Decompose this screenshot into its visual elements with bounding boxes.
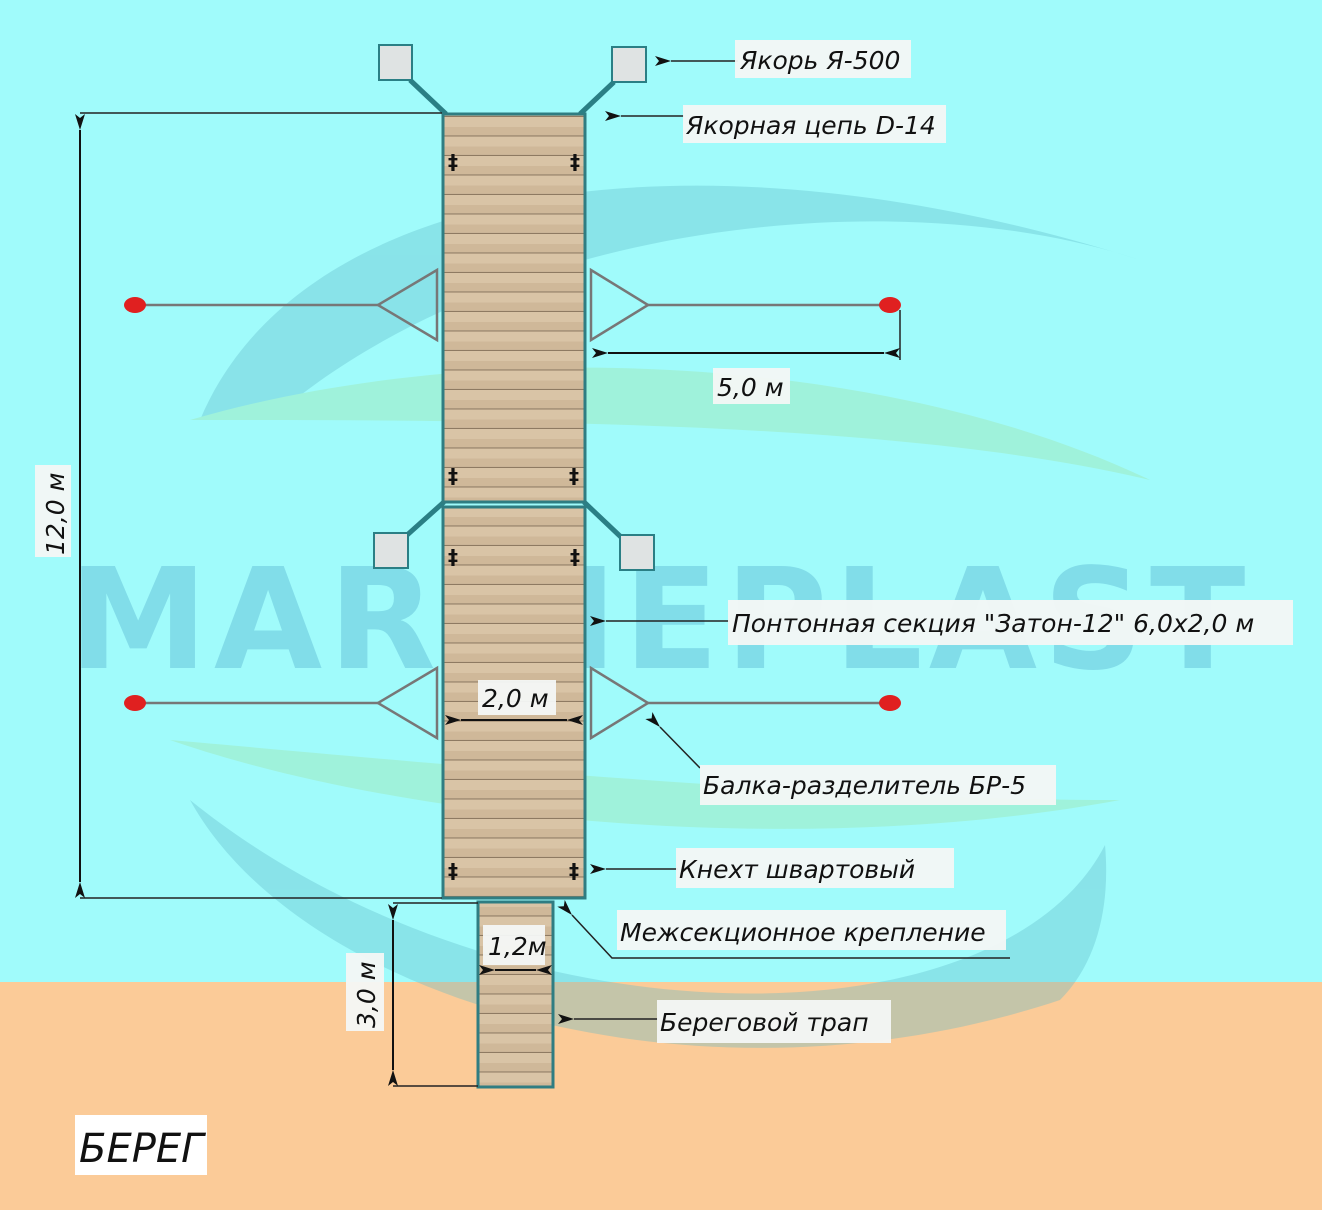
label-pontoon-section: Понтонная секция "Затон-12" 6,0х2,0 м (732, 609, 1254, 638)
label-beam-span: 5,0 м (717, 373, 784, 402)
buoy-icon (879, 695, 901, 711)
buoy-icon (124, 695, 146, 711)
anchor-icon (619, 534, 655, 571)
anchor-icon (373, 532, 409, 569)
cleat-icon: ‡ (570, 150, 580, 174)
cleat-icon: ‡ (448, 464, 458, 488)
anchors (373, 44, 655, 571)
cleat-icon: ‡ (448, 150, 458, 174)
cleat-icon: ‡ (569, 464, 579, 488)
label-section-joint: Межсекционное крепление (620, 918, 986, 947)
buoy-icon (879, 297, 901, 313)
cleat-icon: ‡ (569, 859, 579, 883)
label-divider-beam: Балка-разделитель БР-5 (703, 771, 1026, 800)
label-mooring-cleat: Кнехт швартовый (679, 855, 915, 884)
label-shore: БЕРЕГ (79, 1126, 206, 1172)
label-section-width: 2,0 м (482, 684, 549, 713)
cleat-icon: ‡ (448, 859, 458, 883)
label-gangway-width: 1,2м (488, 932, 547, 961)
buoy-icon (124, 297, 146, 313)
cleat-icon: ‡ (570, 545, 580, 569)
anchor-icon (611, 46, 647, 83)
buoys (124, 297, 901, 711)
cleats: ‡ ‡ ‡ ‡ ‡ ‡ ‡ ‡ (448, 150, 580, 883)
label-anchor: Якорь Я-500 (739, 46, 900, 75)
label-gangway: Береговой трап (660, 1008, 869, 1037)
pontoon-section-1 (441, 112, 587, 504)
label-total-length: 12,0 м (41, 473, 70, 555)
cleat-icon: ‡ (448, 545, 458, 569)
callout-leaders (557, 56, 1010, 1024)
label-gangway-length: 3,0 м (352, 961, 381, 1028)
dimension-lines (75, 112, 901, 1087)
label-anchor-chain: Якорная цепь D-14 (685, 111, 936, 140)
anchor-icon (378, 44, 413, 81)
watermark-logo: MARINEPLAST (69, 185, 1245, 1048)
mooring-beams (135, 267, 890, 741)
